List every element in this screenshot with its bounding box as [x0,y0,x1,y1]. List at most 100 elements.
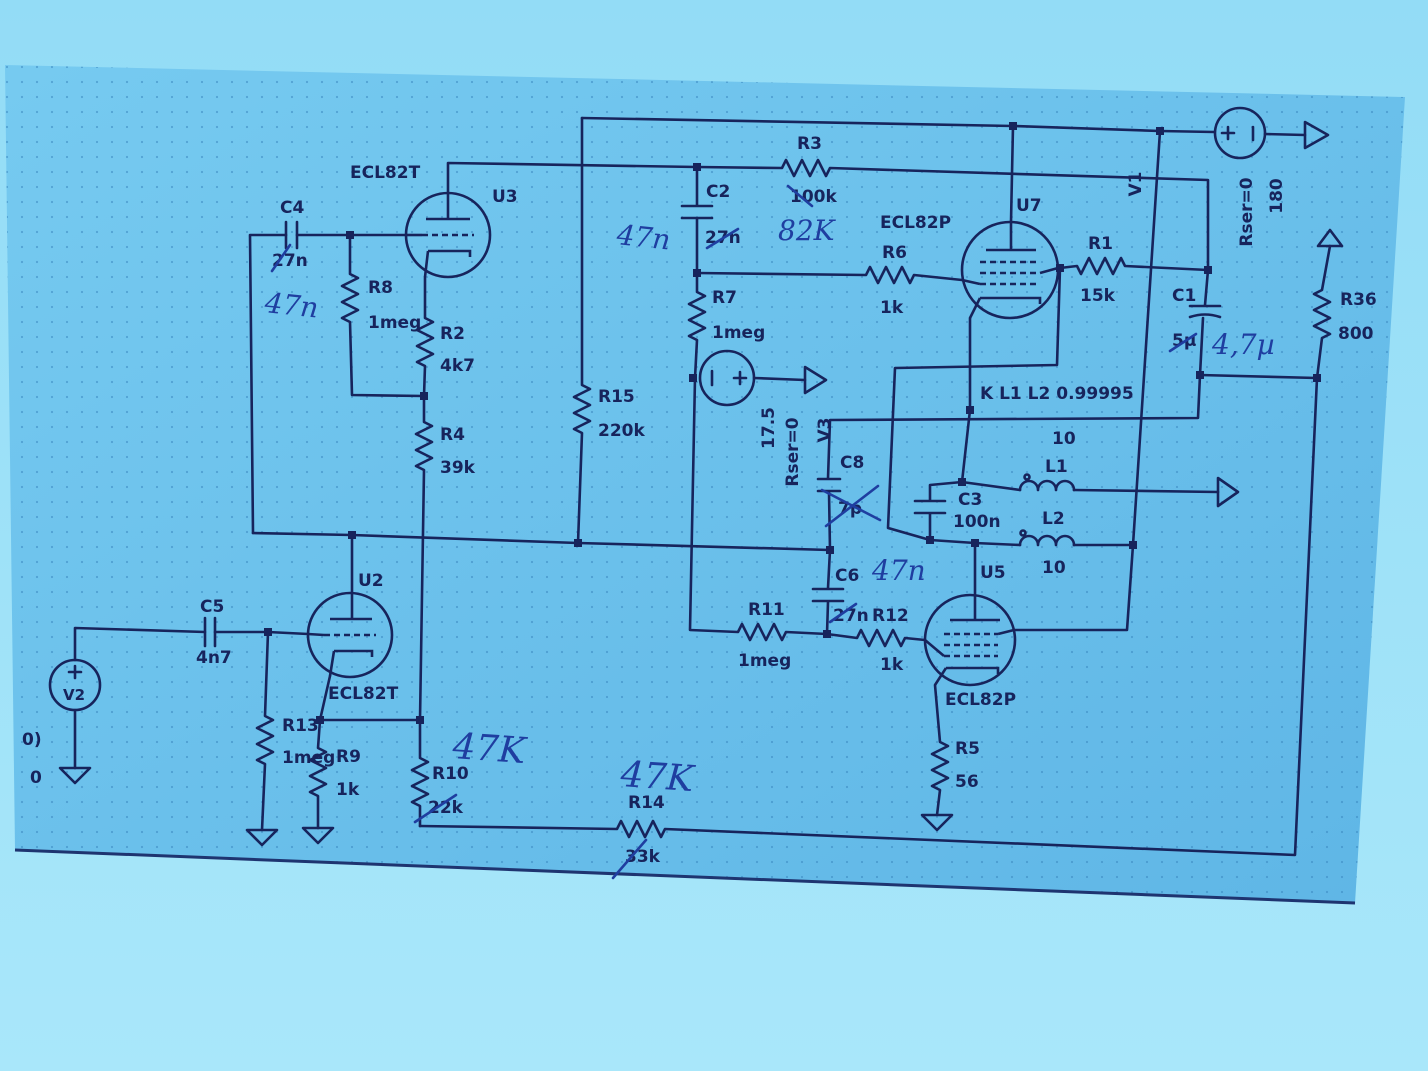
paper-bottom-edge [14,848,1356,905]
junction-node [966,406,974,414]
c5-value: 4n7 [196,648,232,668]
u5-grid-leads [924,628,1015,657]
r4-value: 39k [440,458,476,478]
inductor-l1 [1018,479,1076,492]
tube-u2 [306,591,394,679]
r1-ref: R1 [1088,234,1113,254]
r3-value-handwritten: 82K [778,214,837,247]
l1-ref: L1 [1045,457,1068,477]
strike-c1 [1168,332,1198,353]
c5-ref: C5 [200,597,224,617]
r10-value-struck: 22k [428,798,464,818]
u3-plate [426,193,470,221]
junction-node [958,478,966,486]
ground-v2 [58,766,92,785]
junction-node [1129,541,1137,549]
r14-wire [418,376,1319,857]
junction-node [1009,122,1017,130]
u2-plate [330,593,372,621]
r2-ref: R2 [440,324,465,344]
v1-value: 180 [1267,178,1287,214]
supply-arrow-r36 [1316,228,1344,248]
l2-value: 10 [1042,558,1066,578]
inductor-l2 [1018,534,1076,547]
junction-node [346,231,354,239]
l1-value: 10 [1052,429,1076,449]
u2-model: ECL82T [328,684,399,704]
strike-c4 [270,243,292,273]
r1-wire [1058,256,1210,276]
c8-wire [826,373,1202,552]
c6-value-struck: 27n [833,606,869,626]
r10-wire [410,718,430,828]
r2-value: 4k7 [440,356,475,376]
strike-r3 [786,184,814,208]
junction-node [264,628,272,636]
r15-ref: R15 [598,387,635,407]
strike-c8-a [820,488,882,522]
capacitor-c2 [680,204,714,220]
r14-ref: R14 [628,793,665,813]
u3-cathode [423,249,472,278]
c2-ref: C2 [706,182,730,202]
u5-ref: U5 [980,563,1006,583]
l2-ref: L2 [1042,509,1065,529]
junction-node [826,546,834,554]
bottom-bus-wire [251,531,832,552]
u5-cathode [933,666,1000,686]
r6-wire [695,265,964,285]
ground-r13 [245,828,279,847]
capacitor-c5 [203,616,217,648]
dot-grid [5,65,1405,903]
junction-node [316,716,324,724]
junction-node [1156,127,1164,135]
c1-wire [1198,268,1210,377]
r5-wire [930,683,950,817]
left-edge-text-1: 0) [22,730,42,750]
capacitor-c4 [284,220,299,250]
r3-ref: R3 [797,134,822,154]
v3-rser: Rser=0 [783,417,803,486]
r15-value: 220k [598,421,645,441]
c1-ref: C1 [1172,286,1196,306]
r12-ref: R12 [872,606,909,626]
capacitor-c6 [811,587,845,603]
ground-v1 [1303,120,1330,150]
v3-plus-sign [732,370,748,386]
v3-circle [698,349,756,407]
coupling-directive: K L1 L2 0.99995 [980,384,1134,404]
v3-value: 17.5 [759,407,779,449]
c2-value-handwritten: 47n [614,218,672,257]
r13-value: 1meg [282,748,335,768]
strike-r10 [413,793,458,824]
u3-ref: U3 [492,187,518,207]
v3-ref: V3 [815,418,835,443]
ground-r9 [301,826,335,845]
strike-c2 [705,227,740,250]
u3-plate-wire [446,161,699,195]
junction-node [1196,371,1204,379]
strike-c8-b [824,484,880,528]
c3-ref: C3 [958,490,982,510]
r8-ref: R8 [368,278,393,298]
r13-ref: R13 [282,716,319,736]
c6-wire [825,548,832,636]
u2-ref: U2 [358,571,384,591]
r9-ref: R9 [336,747,361,767]
junction-nodes [264,122,1321,724]
r3-value-struck: 100k [790,187,837,207]
r11-value: 1meg [738,651,791,671]
v2-plus-sign [67,664,83,680]
v1-ground-wire [1263,132,1307,137]
ground-l1 [1216,476,1240,508]
r10-value-handwritten: 47K [450,726,528,772]
r4-wire [414,394,434,722]
grounds [58,120,1344,847]
r1-value: 15k [1080,286,1116,306]
r9-value: 1k [336,780,360,800]
r3-wire [695,158,1210,272]
c4-ref: C4 [280,198,304,218]
ground-r5 [920,813,954,832]
u7-plate [986,222,1036,252]
